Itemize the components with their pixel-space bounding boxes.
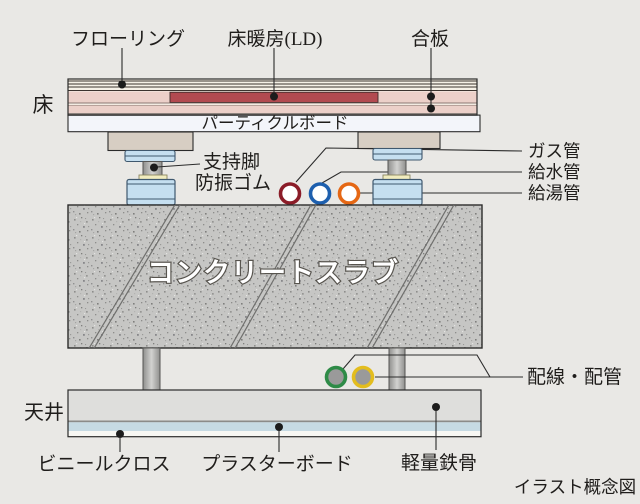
hot-water-pipe-label: 給湯管: [528, 183, 581, 203]
leg-lower-block: [372, 178, 423, 206]
water-supply-pipe-label: 給水管: [528, 162, 581, 182]
ceiling-label: 天井: [24, 401, 64, 424]
gas-pipe-circle: [278, 182, 302, 205]
wiring-leader-lines: [342, 354, 523, 378]
particle-board-label: パーティクルボード: [201, 114, 348, 133]
leg-lower-block: [126, 178, 176, 206]
floor-outline: [67, 78, 478, 116]
underlay-line: [68, 113, 477, 116]
support-leg-label: 支持脚: [203, 151, 260, 173]
flooring-label: フローリング: [71, 28, 185, 50]
floor-divider: [68, 103, 477, 106]
water-supply-pipe-circle: [308, 182, 332, 205]
hot-water-pipe-circle: [337, 182, 361, 205]
vinyl-cloth-dot: [116, 430, 124, 438]
light-steel-label: 軽量鉄骨: [401, 452, 477, 474]
vinyl-cloth-layer: [68, 431, 481, 437]
ceiling-assembly: [67, 389, 482, 438]
diagram-caption: イラスト概念図: [514, 477, 636, 497]
plaster-board-label: プラスターボード: [201, 453, 353, 475]
top-leaders: [118, 48, 435, 172]
concrete-slab-label: コンクリートスラブ: [147, 257, 399, 288]
vibration-rubber-label: 防振ゴム: [195, 172, 271, 194]
plywood-dot-lower: [427, 104, 435, 113]
plaster-board-layer: [68, 422, 481, 431]
leg-bolt: [387, 159, 407, 176]
wiring-piping-label: 配線・配管: [527, 366, 622, 388]
bottom-leaders: [116, 403, 440, 452]
floor-heating-label: 床暖房(LD): [228, 28, 323, 50]
plywood-dot-upper: [427, 92, 435, 101]
flooring-layer: [68, 79, 477, 92]
leg-base-plate: [107, 131, 194, 152]
lower-plywood-layer: [68, 105, 477, 114]
support-leg-dot: [150, 163, 158, 172]
ceiling-steel-layer: [68, 390, 481, 421]
ceiling-divider-line: [68, 420, 481, 423]
concrete-slab: コンクリートスラブ: [67, 204, 483, 349]
vinyl-cloth-label: ビニールクロス: [37, 453, 170, 475]
gas-pipe-label: ガス管: [528, 141, 581, 161]
wiring-pipe-green-circle: [324, 365, 348, 389]
floor-label: 床: [33, 93, 54, 117]
support-leg-left: [107, 131, 194, 206]
support-leg-right: [357, 131, 441, 206]
floor-heating-dot: [270, 92, 278, 101]
light-steel-dot: [432, 403, 440, 411]
leg-base-plate: [357, 131, 441, 150]
plaster-board-dot: [275, 423, 283, 431]
plywood-label: 合板: [411, 28, 449, 50]
wiring-pipe-yellow-circle: [351, 365, 375, 389]
flooring-board-lines: [68, 80, 477, 91]
ceiling-outline: [67, 389, 482, 438]
hanger-rod-left: [142, 347, 161, 392]
flooring-dot: [118, 80, 126, 89]
slab-hatching: [88, 205, 455, 348]
